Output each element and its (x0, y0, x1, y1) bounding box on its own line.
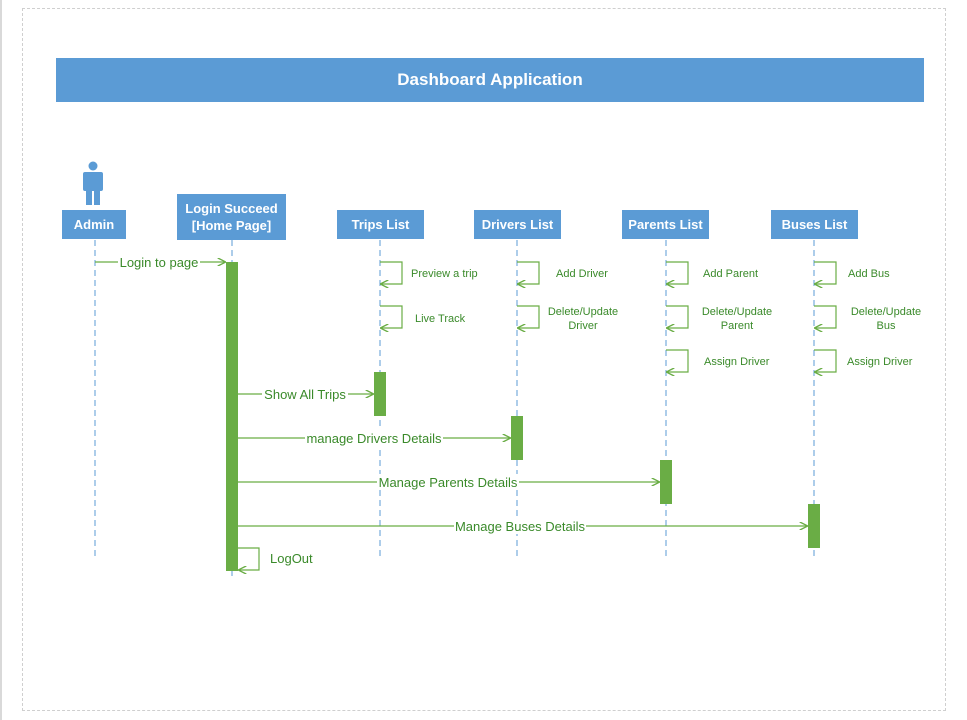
lifeline-parents-header: Parents List (622, 210, 709, 239)
self-arrow-parents-3 (666, 349, 689, 372)
label-show-all-trips: Show All Trips (264, 387, 346, 402)
label-delete-update-parent-2: Parent (721, 320, 753, 332)
label-add-parent: Add Parent (703, 268, 758, 280)
diagram-title: Dashboard Application (56, 58, 924, 102)
label-delete-update-bus-2: Bus (877, 320, 896, 332)
lifeline-trips-header: Trips List (337, 210, 424, 239)
self-arrow-trips-2 (380, 305, 403, 328)
lifeline-admin-header: Admin (62, 210, 126, 239)
self-arrow-buses-1 (814, 261, 837, 284)
self-arrow-buses-2 (814, 305, 837, 328)
self-arrow-buses-3 (814, 349, 837, 372)
label-delete-update-driver-2: Driver (568, 320, 598, 332)
activation-login (226, 262, 238, 571)
label-live-track: Live Track (415, 313, 466, 325)
page-left-edge (0, 0, 2, 720)
self-arrow-parents-1 (666, 261, 689, 284)
lifeline-buses-header: Buses List (771, 210, 858, 239)
label-manage-buses: Manage Buses Details (455, 519, 586, 534)
lifeline-login-header: Login Succeed [Home Page] (177, 194, 286, 240)
activation-trips (374, 372, 386, 416)
label-add-driver: Add Driver (556, 268, 608, 280)
actor-person-icon (83, 161, 103, 205)
label-assign-driver-bus: Assign Driver (847, 356, 913, 368)
lifeline-login-line2: [Home Page] (191, 218, 272, 233)
label-preview-trip: Preview a trip (411, 268, 478, 280)
activation-drivers (511, 416, 523, 460)
label-delete-update-parent-1: Delete/Update (702, 306, 772, 318)
self-arrow-drivers-1 (517, 261, 540, 284)
self-arrow-parents-2 (666, 305, 689, 328)
label-assign-driver-parent: Assign Driver (704, 356, 770, 368)
page-border (22, 8, 946, 711)
label-login-to-page: Login to page (120, 255, 199, 270)
arrow-logout (238, 547, 260, 570)
activation-buses (808, 504, 820, 548)
self-arrow-drivers-2 (517, 305, 540, 328)
label-add-bus: Add Bus (848, 268, 890, 280)
label-delete-update-driver-1: Delete/Update (548, 306, 618, 318)
lifeline-drivers-header: Drivers List (474, 210, 561, 239)
label-delete-update-bus-1: Delete/Update (851, 306, 921, 318)
label-manage-drivers: manage Drivers Details (306, 431, 442, 446)
self-arrow-trips-1 (380, 261, 403, 284)
activation-parents (660, 460, 672, 504)
label-logout: LogOut (270, 551, 313, 566)
label-manage-parents: Manage Parents Details (379, 475, 518, 490)
lifeline-login-line1: Login Succeed (185, 201, 278, 216)
